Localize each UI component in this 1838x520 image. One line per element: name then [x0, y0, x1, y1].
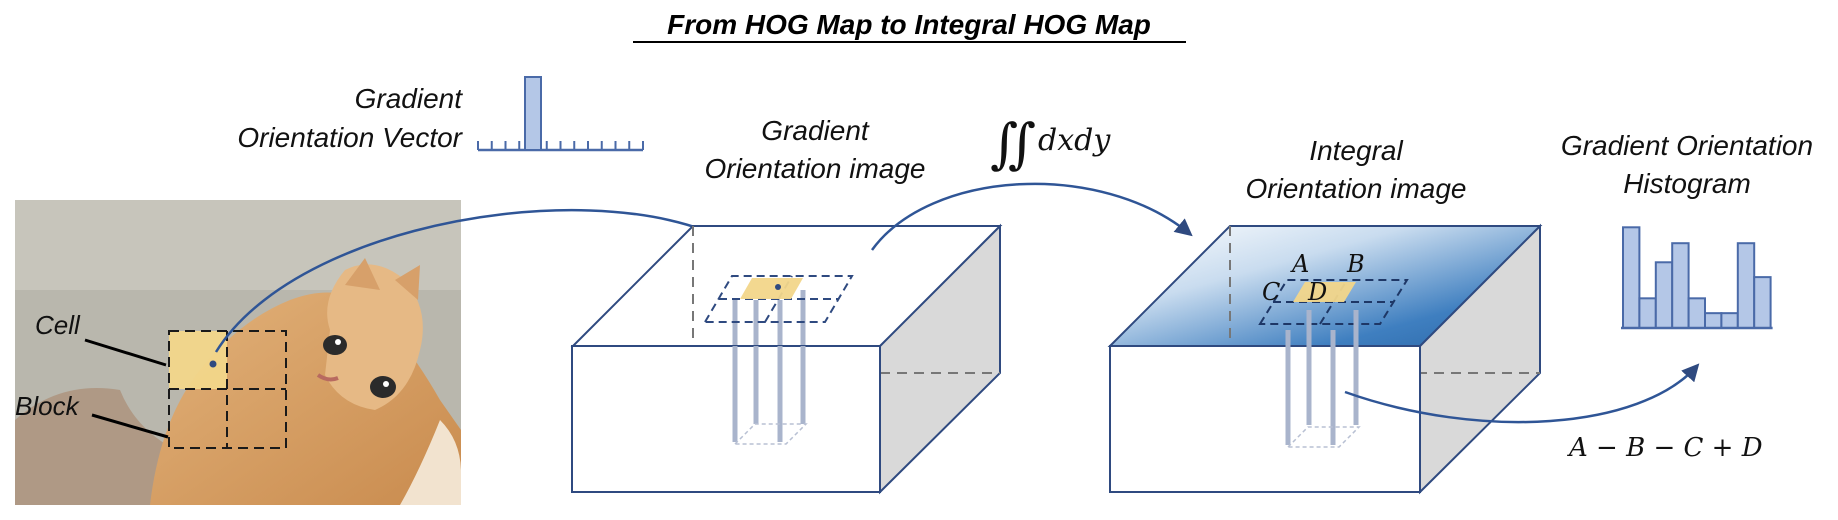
histogram-bar: [1720, 312, 1739, 330]
histogram-bar: [1671, 242, 1690, 329]
orientation-vector: [477, 76, 644, 152]
block-grid: [168, 330, 287, 449]
histogram-bar: [1654, 261, 1674, 329]
cell-label: Cell: [35, 310, 81, 340]
arrow-gradient-to-integral: [870, 182, 1193, 251]
integral-symbol: ∬: [990, 112, 1036, 175]
gradient-image-label-line1: Gradient: [761, 115, 870, 146]
gradient-columns: [732, 346, 806, 442]
block-label: Block: [15, 391, 81, 421]
integral-image-label-line1: Integral: [1309, 135, 1403, 166]
histogram-bar: [1704, 312, 1723, 330]
corner-b-label: B: [1346, 250, 1365, 278]
histogram-bar: [1687, 297, 1706, 330]
cat-photo: [15, 200, 461, 505]
corner-c-label: C: [1262, 278, 1280, 306]
integral-image-label-line2: Orientation image: [1245, 173, 1466, 204]
cell-highlight: [169, 331, 227, 389]
formula: A − B − C + D: [1567, 433, 1763, 463]
histogram-label-line2: Histogram: [1623, 168, 1751, 199]
block-pointer: [91, 413, 169, 439]
vector-active-bar: [524, 76, 542, 151]
arrow-integral-to-histogram: [1344, 363, 1700, 424]
histogram-label-line1: Gradient Orientation: [1561, 130, 1813, 161]
integral-expression: dxdy: [1038, 123, 1111, 158]
histogram-bar: [1753, 276, 1772, 329]
corner-a-label: A: [1290, 250, 1309, 278]
histogram-bar: [1736, 242, 1756, 329]
integral-columns: [1285, 310, 1359, 445]
histogram-bar: [1638, 297, 1657, 330]
gradient-image-label-line2: Orientation image: [704, 153, 925, 184]
gradient-vector-label-line1: Gradient: [355, 83, 464, 114]
histogram-bar: [1622, 226, 1641, 329]
corner-d-label: D: [1307, 278, 1327, 306]
gradient-box: [570, 223, 1003, 495]
page-title: From HOG Map to Integral HOG Map: [667, 9, 1151, 40]
integral-box: [1107, 223, 1543, 495]
cell-pointer: [84, 338, 167, 367]
gradient-vector-label-line2: Orientation Vector: [237, 122, 463, 153]
histogram: [1621, 226, 1773, 330]
